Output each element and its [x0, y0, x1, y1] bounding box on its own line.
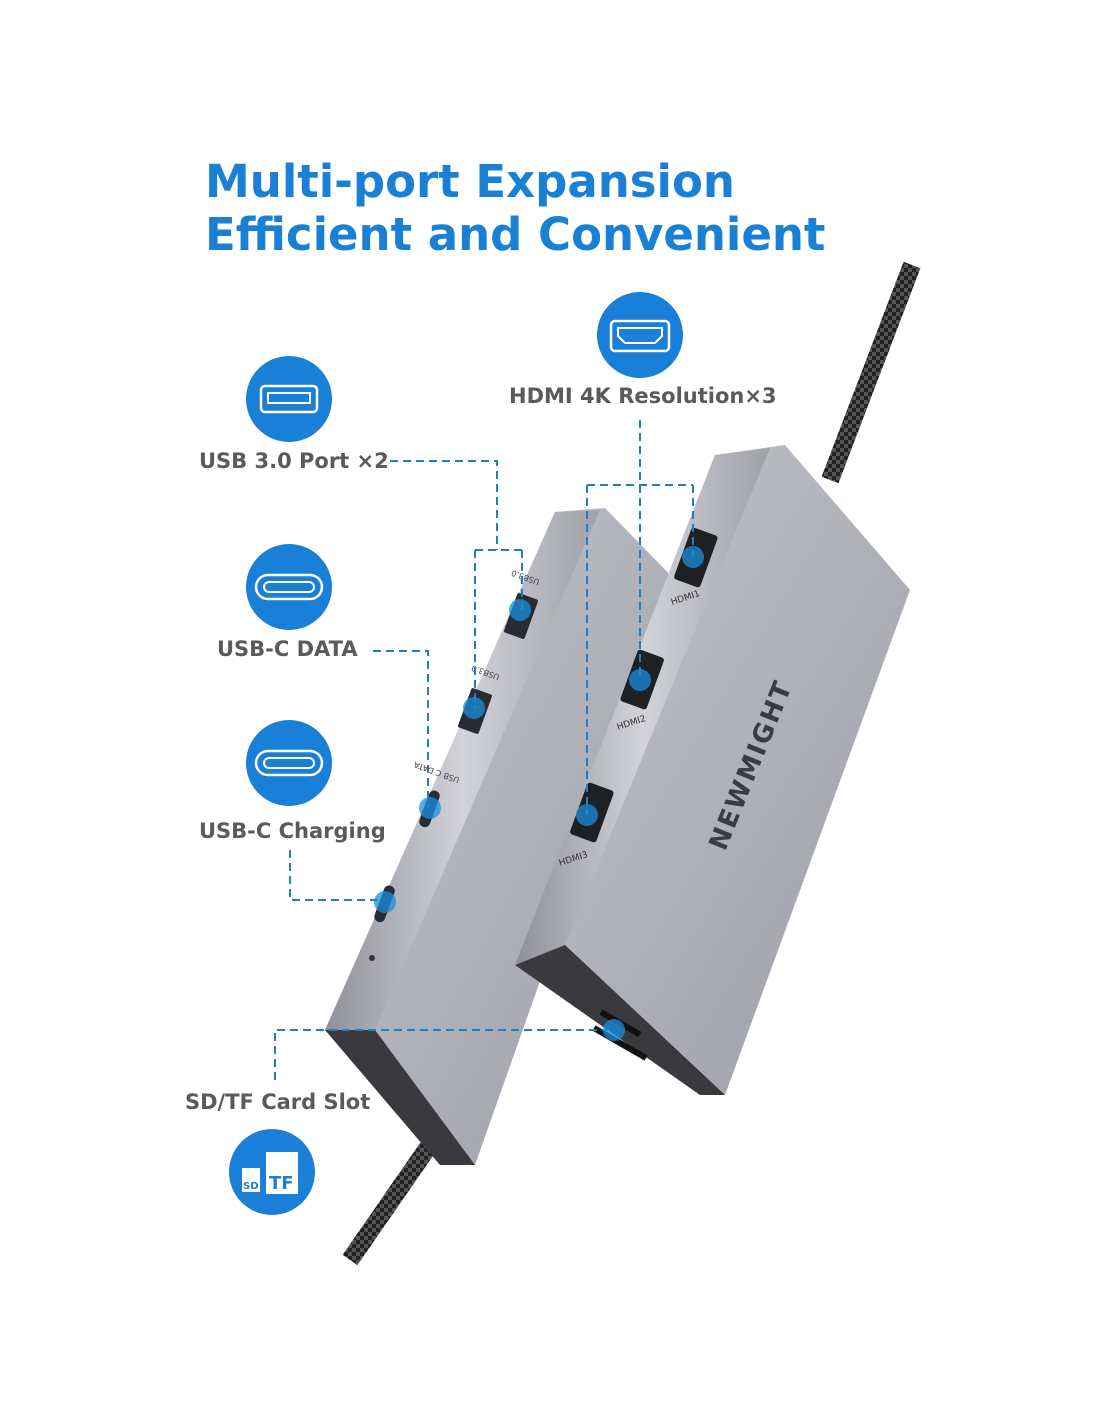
- label-sd-tf: SD/TF Card Slot: [185, 1090, 371, 1114]
- right-hub: HDMI1 HDMI2 HDMI3 NEWMIGHT: [515, 445, 910, 1095]
- label-hdmi: HDMI 4K Resolution×3: [509, 384, 777, 408]
- usb-c-data-icon: [246, 544, 332, 630]
- hdmi-icon: [597, 292, 683, 378]
- label-usb3: USB 3.0 Port ×2: [199, 449, 389, 473]
- callout-dots: [374, 546, 704, 1041]
- callout-lines: [274, 420, 694, 1080]
- sd-tf-card-icon: SD TF: [229, 1129, 315, 1215]
- sd-icon-text: SD: [243, 1181, 259, 1192]
- usb-a-icon: [246, 356, 332, 442]
- tf-icon-text: TF: [269, 1173, 294, 1194]
- usb-c-charging-icon: [246, 720, 332, 806]
- left-cable: [342, 1124, 448, 1266]
- label-usbc-data: USB-C DATA: [217, 637, 358, 661]
- headline-line2: Efficient and Convenient: [205, 208, 826, 261]
- headline-line1: Multi-port Expansion: [205, 155, 735, 208]
- right-cable: [821, 261, 921, 484]
- label-usbc-charging: USB-C Charging: [199, 819, 386, 843]
